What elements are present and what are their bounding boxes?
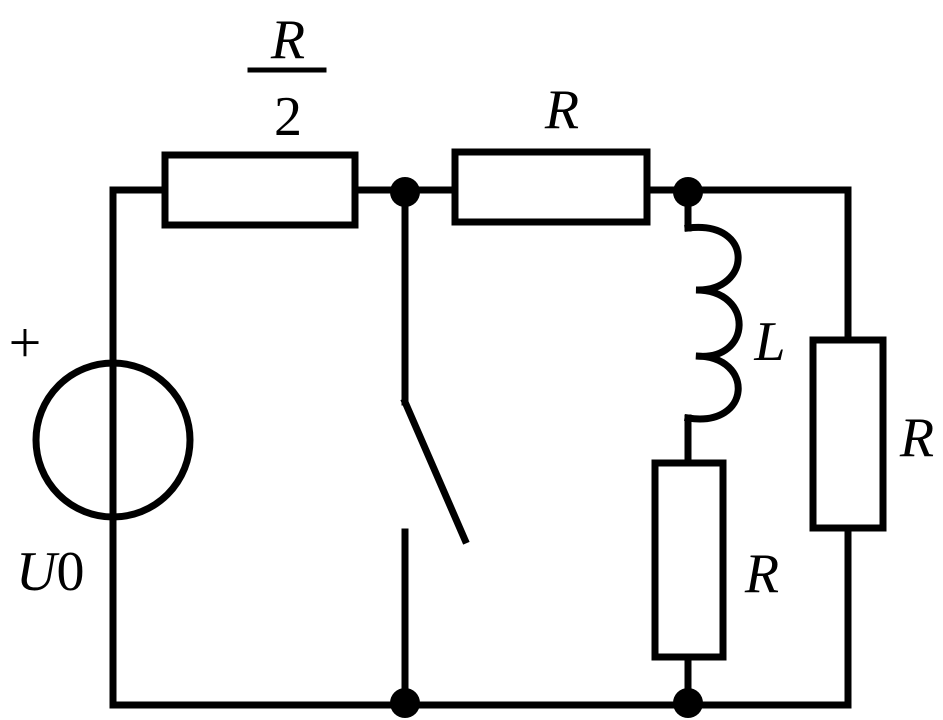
source-label-subscript: 0 bbox=[56, 541, 84, 603]
top-wire-right bbox=[643, 186, 852, 344]
junction-node-top-left bbox=[390, 177, 420, 207]
r-top-label: R bbox=[544, 79, 579, 141]
resistor-r-series bbox=[651, 459, 727, 661]
voltage-source bbox=[32, 359, 194, 521]
junction-node-top-right bbox=[673, 177, 703, 207]
inductor-label: L bbox=[753, 311, 785, 373]
r-right-label: R bbox=[899, 407, 934, 469]
source-label: U0 bbox=[16, 541, 84, 603]
resistor-r-half bbox=[161, 151, 359, 229]
source-label-main: U bbox=[16, 541, 60, 603]
resistor-r-top bbox=[451, 148, 651, 226]
r-series-label: R bbox=[744, 543, 779, 605]
inductor-coil bbox=[684, 223, 743, 423]
source-plus-sign: + bbox=[9, 310, 42, 375]
r-half-denominator: 2 bbox=[274, 86, 302, 148]
junction-node-bottom-left bbox=[390, 688, 420, 718]
resistor-r-right bbox=[809, 336, 887, 532]
junction-node-bottom-right bbox=[673, 688, 703, 718]
switch-blade bbox=[400, 397, 470, 545]
r-half-numerator: R bbox=[270, 9, 305, 71]
